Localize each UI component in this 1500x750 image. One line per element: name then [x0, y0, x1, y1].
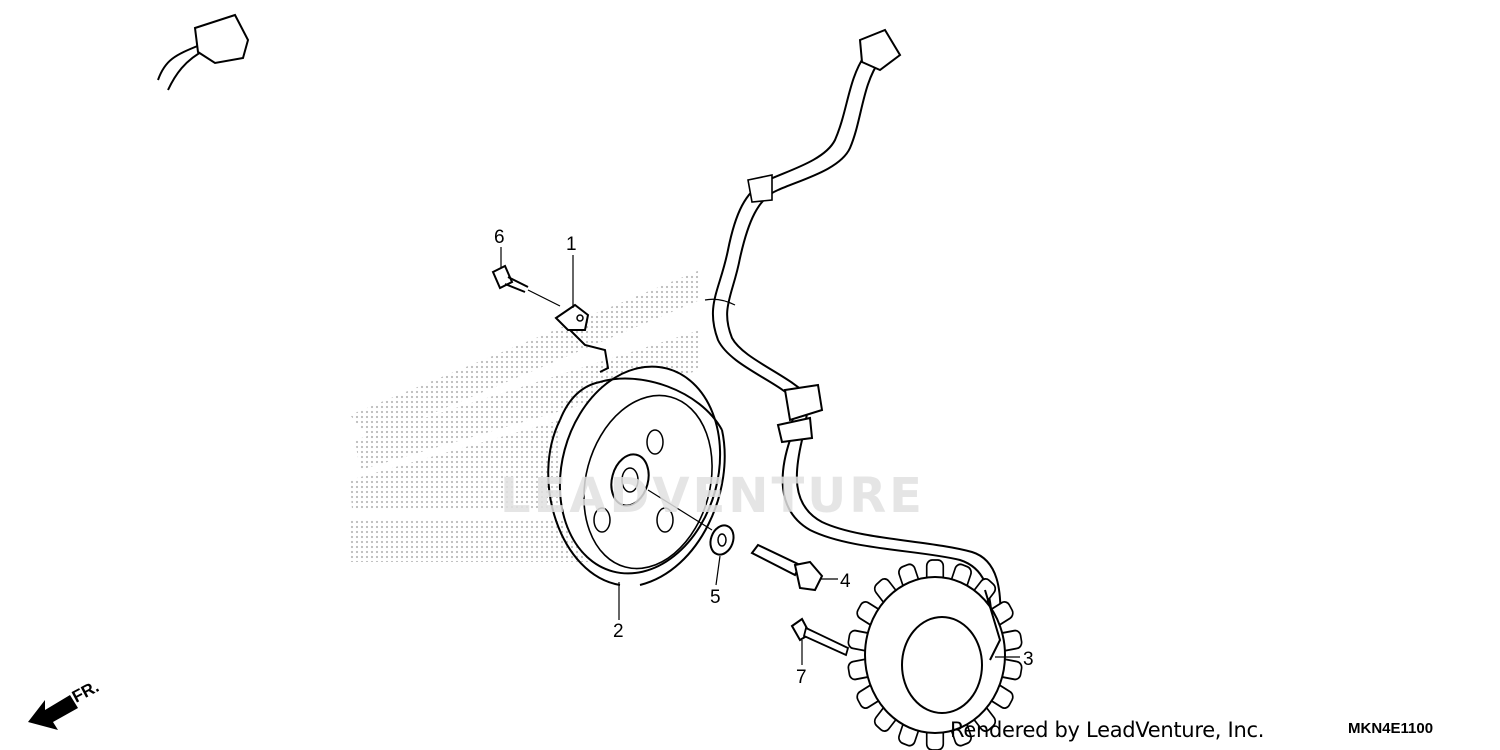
bolt-6: [491, 264, 561, 307]
bracket-1: [554, 303, 610, 373]
callout-5[interactable]: 5: [710, 587, 721, 608]
bolt-4: [750, 543, 824, 592]
callout-7[interactable]: 7: [796, 667, 807, 688]
callout-6[interactable]: 6: [494, 227, 505, 248]
bolt-7: [790, 617, 850, 657]
callout-1[interactable]: 1: [566, 234, 577, 255]
connector: [193, 13, 250, 65]
flywheel-2: [547, 365, 726, 586]
render-credit: Rendered by LeadVenture, Inc.: [950, 718, 1265, 742]
callout-4[interactable]: 4: [840, 571, 851, 592]
callout-3[interactable]: 3: [1023, 649, 1034, 670]
wire-main: [157, 13, 250, 91]
callout-leaders: [500, 247, 1020, 665]
front-arrow-icon: FR.: [28, 677, 102, 730]
watermark: LEADVENTURE: [500, 468, 925, 524]
callout-2[interactable]: 2: [613, 621, 624, 642]
washer-5: [709, 524, 735, 556]
wire-run: [704, 28, 1002, 626]
stator-3: [847, 559, 1023, 750]
diagram-code: MKN4E1100: [1348, 720, 1434, 737]
